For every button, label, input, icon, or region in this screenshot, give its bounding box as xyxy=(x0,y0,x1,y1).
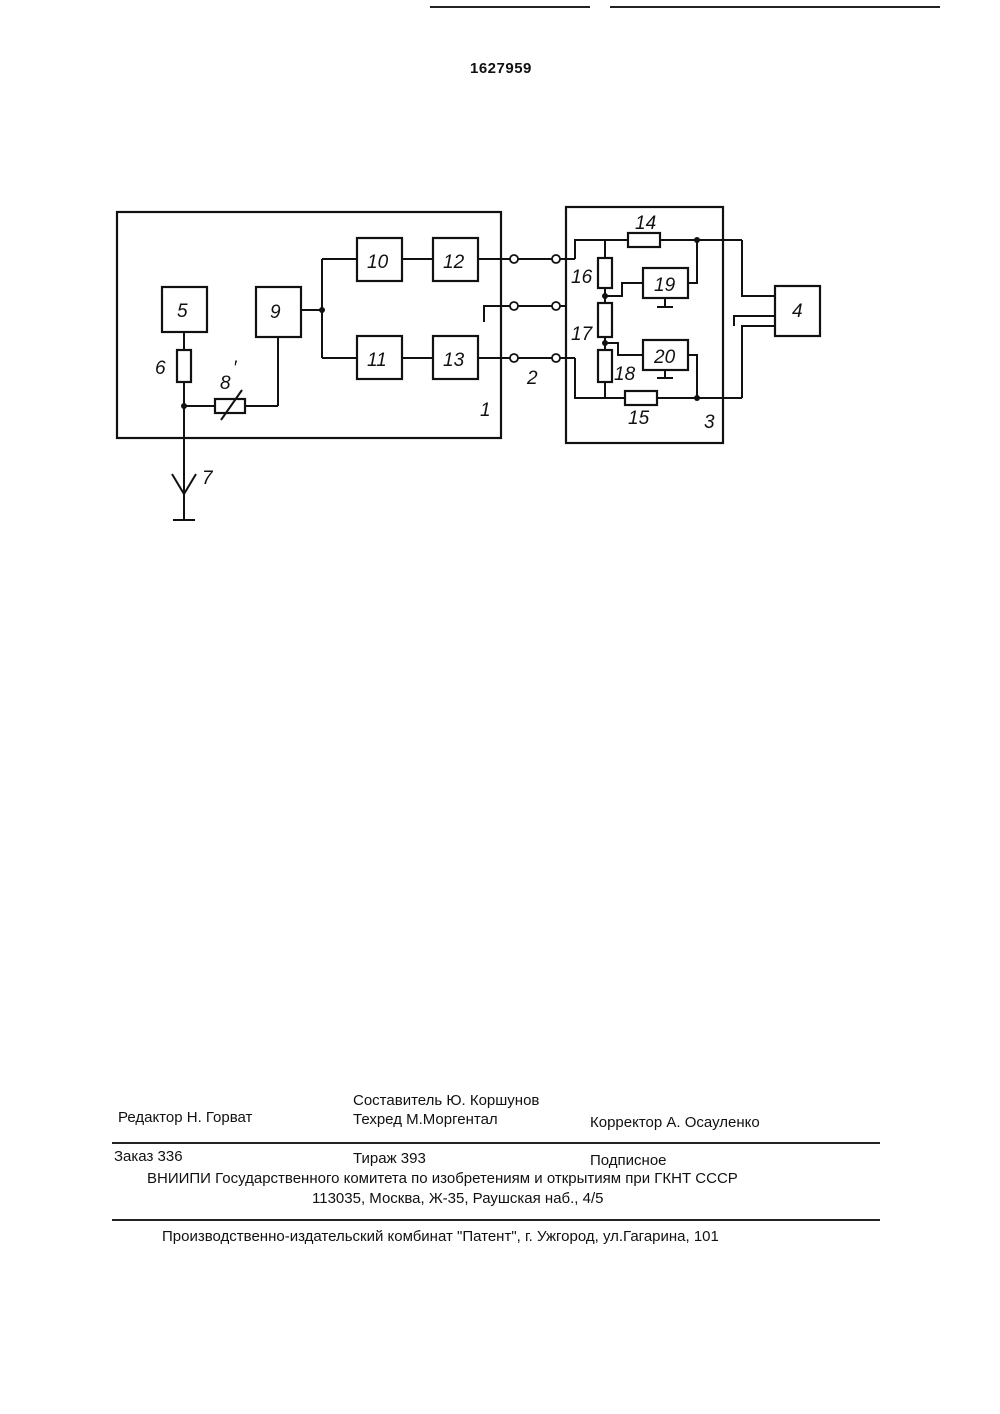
resistor-16 xyxy=(598,258,612,288)
label-14: 14 xyxy=(635,213,656,234)
circulation-line: Тираж 393 xyxy=(353,1150,426,1167)
connector-terminal xyxy=(552,302,560,310)
label-8-prime: ′ xyxy=(233,358,238,379)
connector-terminal xyxy=(552,255,560,263)
connector-terminal xyxy=(510,255,518,263)
resistor-14 xyxy=(628,233,660,247)
label-13: 13 xyxy=(443,350,465,371)
label-7: 7 xyxy=(202,468,214,489)
resistor-6 xyxy=(177,350,191,382)
label-17: 17 xyxy=(571,324,594,345)
block-1-enclosure xyxy=(117,212,501,438)
label-5: 5 xyxy=(177,301,188,322)
label-16: 16 xyxy=(571,267,593,288)
label-6: 6 xyxy=(155,358,166,379)
label-9: 9 xyxy=(270,302,281,323)
publisher-line: Производственно-издательский комбинат "П… xyxy=(162,1228,719,1245)
label-4: 4 xyxy=(792,301,803,322)
resistor-17 xyxy=(598,303,612,337)
connector-terminal xyxy=(552,354,560,362)
label-2: 2 xyxy=(526,368,538,389)
label-8: 8 xyxy=(220,373,231,394)
label-10: 10 xyxy=(367,252,389,273)
compiler-line: Составитель Ю. Коршунов xyxy=(353,1092,539,1109)
label-15: 15 xyxy=(628,408,650,429)
label-18: 18 xyxy=(614,364,636,385)
resistor-18 xyxy=(598,350,612,382)
order-line: Заказ 336 xyxy=(114,1148,183,1165)
organization-line: ВНИИПИ Государственного комитета по изоб… xyxy=(147,1170,738,1187)
label-1: 1 xyxy=(480,400,491,421)
connector-terminal xyxy=(510,354,518,362)
connector-terminal xyxy=(510,302,518,310)
corrector-line: Корректор А. Осауленко xyxy=(590,1114,760,1131)
techred-line: Техред М.Моргентал xyxy=(353,1111,498,1128)
label-11: 11 xyxy=(367,350,387,371)
imprint-rule-bottom xyxy=(112,1219,880,1221)
circuit-diagram: 5 9 10 12 11 13 6 8 ′ 7 1 2 3 4 14 15 16… xyxy=(0,0,1000,560)
label-19: 19 xyxy=(654,275,676,296)
label-20: 20 xyxy=(653,347,676,368)
resistor-15 xyxy=(625,391,657,405)
subscription-line: Подписное xyxy=(590,1152,667,1169)
address-line: 113035, Москва, Ж-35, Раушская наб., 4/5 xyxy=(312,1190,604,1207)
label-3: 3 xyxy=(704,412,715,433)
imprint-rule-top xyxy=(112,1142,880,1144)
label-12: 12 xyxy=(443,252,465,273)
editor-line: Редактор Н. Горват xyxy=(118,1109,252,1126)
